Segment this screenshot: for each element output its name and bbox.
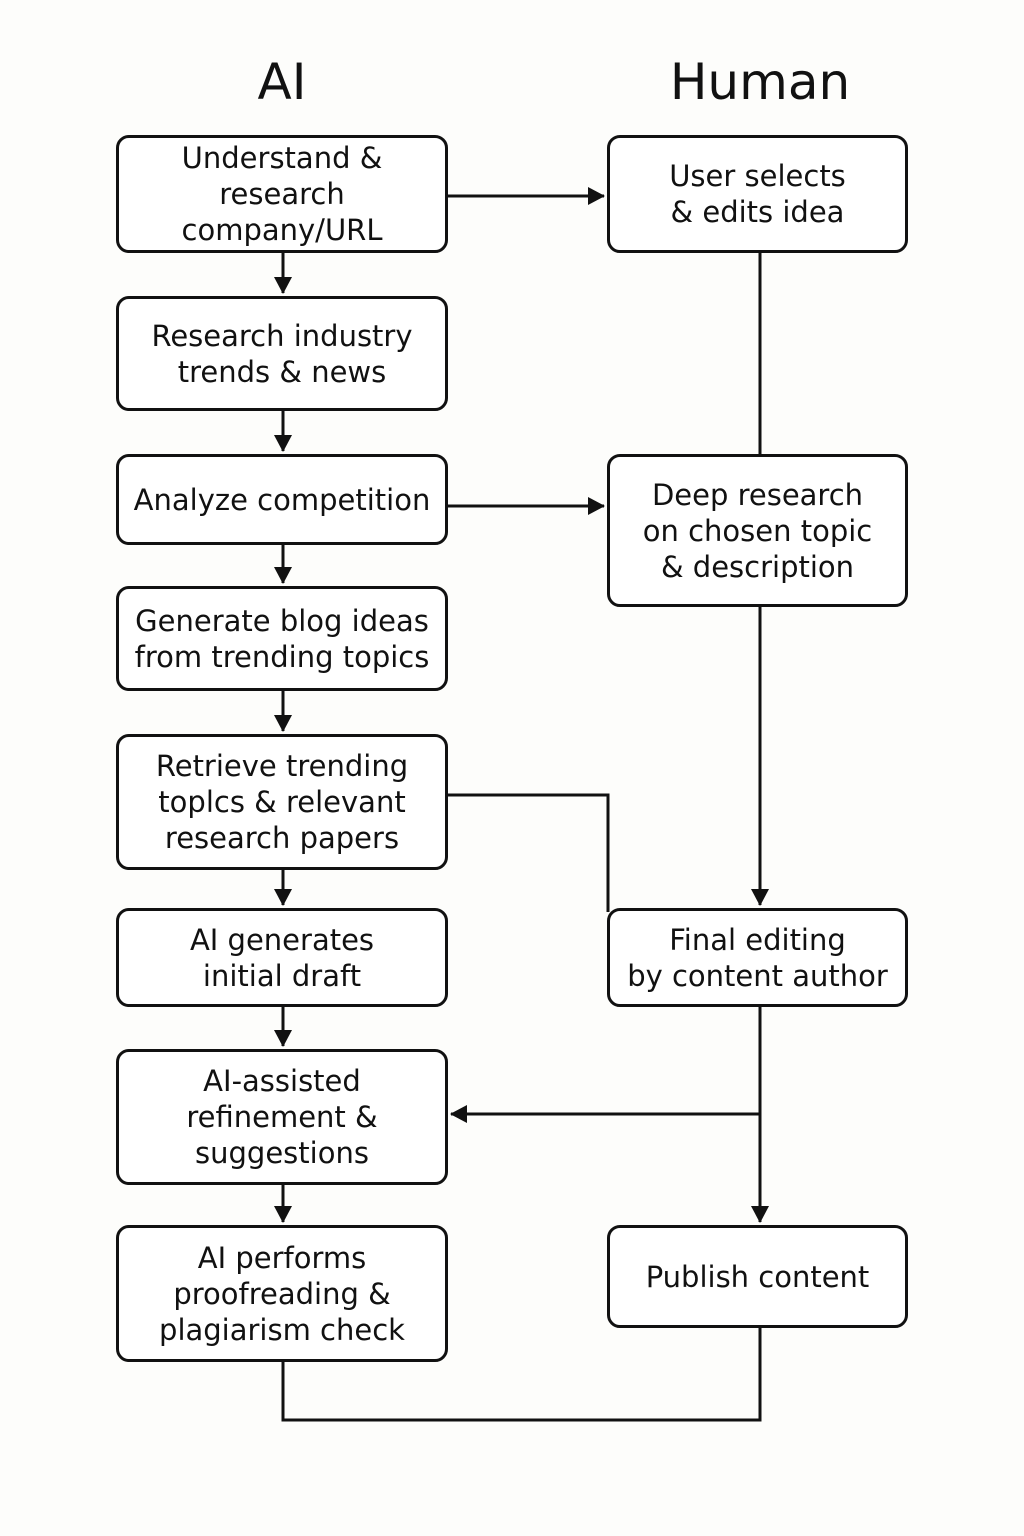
human-step-select-idea: User selects & edits idea bbox=[607, 135, 908, 253]
column-title-human: Human bbox=[669, 53, 851, 111]
line-retrieve-to-final bbox=[447, 793, 610, 912]
ai-step-generate-ideas: Generate blog ideas from trending topics bbox=[116, 586, 448, 691]
human-step-publish: Publish content bbox=[607, 1225, 908, 1328]
ai-step-analyze-competition: Analyze competition bbox=[116, 454, 448, 545]
ai-step-refinement: AI-assisted refinement & suggestions bbox=[116, 1049, 448, 1185]
ai-step-research-industry: Research industry trends & news bbox=[116, 296, 448, 411]
human-step-deep-research: Deep research on chosen topic & descript… bbox=[607, 454, 908, 607]
line-proofread-to-publish bbox=[281, 1328, 762, 1422]
ai-step-generate-draft: AI generates initial draft bbox=[116, 908, 448, 1007]
column-title-ai: AI bbox=[257, 53, 307, 111]
human-step-final-editing: Final editing by content author bbox=[607, 908, 908, 1007]
ai-step-retrieve-trending: Retrieve trending toplcs & relevant rese… bbox=[116, 734, 448, 870]
ai-step-understand-research: Understand & research company/URL bbox=[116, 135, 448, 253]
ai-step-proofreading: AI performs proofreading & plagiarism ch… bbox=[116, 1225, 448, 1362]
